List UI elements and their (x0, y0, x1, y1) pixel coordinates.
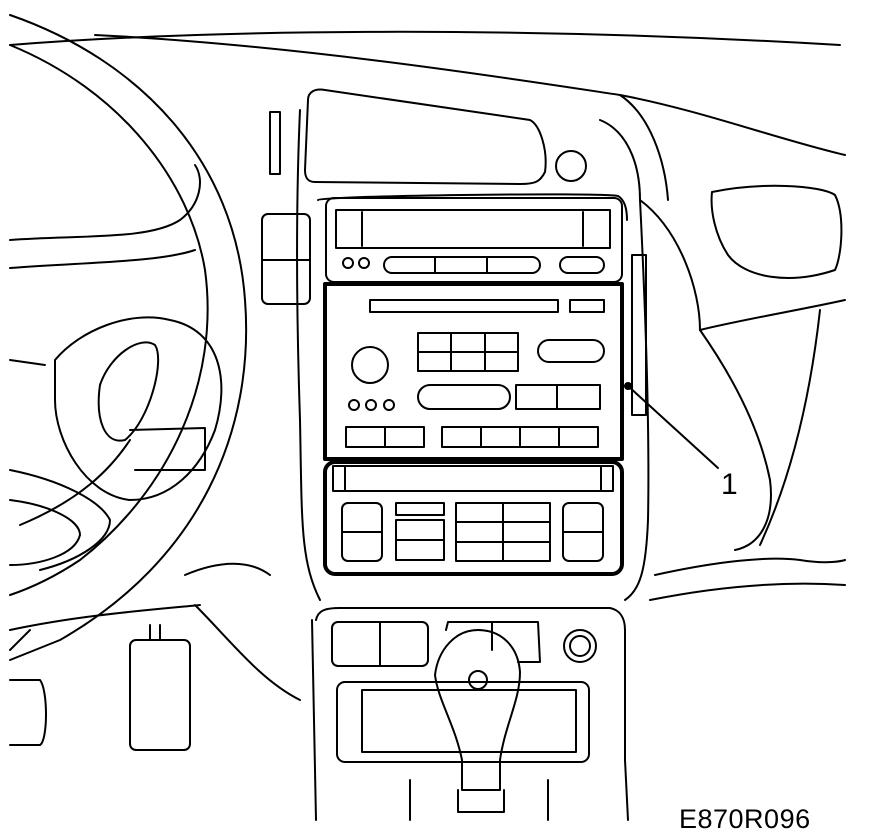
callout-1-leader (624, 382, 719, 469)
dashboard-top-edge (9, 30, 846, 201)
right-side-panel (639, 184, 846, 601)
figure-code: E870R096 (679, 804, 811, 834)
lower-left-dash (9, 562, 301, 751)
steering-wheel (9, 14, 248, 661)
lower-console (311, 607, 629, 821)
left-switch-panel (261, 111, 311, 305)
upper-display-unit (325, 197, 623, 283)
callout-number-1: 1 (721, 468, 738, 501)
climate-control-unit (323, 460, 624, 576)
steering-column-shroud (19, 316, 223, 526)
radio-unit (323, 282, 624, 461)
center-air-vent (304, 88, 587, 185)
gear-shift-lever (434, 629, 521, 813)
